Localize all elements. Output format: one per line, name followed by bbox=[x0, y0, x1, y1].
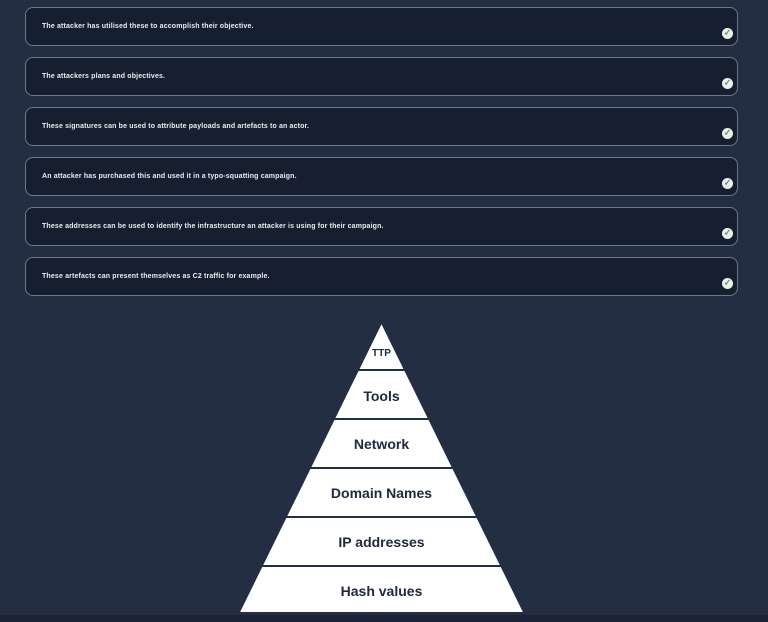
statement-text: An attacker has purchased this and used … bbox=[42, 173, 297, 180]
pyramid-tier-ttp[interactable]: TTP bbox=[356, 319, 407, 371]
pyramid-tier-label: Tools bbox=[363, 388, 400, 404]
pyramid-tier-network[interactable]: Network bbox=[308, 418, 455, 469]
pyramid-tier-ip-addresses[interactable]: IP addresses bbox=[259, 516, 504, 567]
check-circle-icon: ✓ bbox=[722, 78, 733, 89]
pyramid-tier-label: Hash values bbox=[341, 583, 423, 599]
check-circle-icon: ✓ bbox=[722, 228, 733, 239]
pyramid-tier-hash-values[interactable]: Hash values bbox=[236, 565, 527, 614]
statement-card-1[interactable]: The attacker has utilised these to accom… bbox=[25, 7, 738, 46]
statement-card-2[interactable]: The attackers plans and objectives. ✓ bbox=[25, 57, 738, 96]
check-mark-icon: ✓ bbox=[723, 177, 732, 188]
check-circle-icon: ✓ bbox=[722, 278, 733, 289]
statement-card-3[interactable]: These signatures can be used to attribut… bbox=[25, 107, 738, 146]
pyramid-tier-label: IP addresses bbox=[338, 534, 424, 550]
pyramid-tier-label: TTP bbox=[372, 348, 391, 359]
statement-text: These addresses can be used to identify … bbox=[42, 223, 384, 230]
statement-text: The attackers plans and objectives. bbox=[42, 73, 166, 80]
check-mark-icon: ✓ bbox=[723, 227, 732, 238]
statement-text: These signatures can be used to attribut… bbox=[42, 123, 310, 130]
statement-text: The attacker has utilised these to accom… bbox=[42, 23, 254, 30]
pyramid-tier-label: Domain Names bbox=[331, 485, 432, 501]
check-mark-icon: ✓ bbox=[723, 127, 732, 138]
check-mark-icon: ✓ bbox=[723, 27, 732, 38]
statement-text: These artefacts can present themselves a… bbox=[42, 273, 270, 280]
pyramid-tier-domain-names[interactable]: Domain Names bbox=[284, 467, 479, 518]
check-circle-icon: ✓ bbox=[722, 28, 733, 39]
check-mark-icon: ✓ bbox=[723, 277, 732, 288]
page-bottom-edge bbox=[0, 615, 768, 622]
pyramid-tier-shape bbox=[236, 565, 527, 614]
statement-card-4[interactable]: An attacker has purchased this and used … bbox=[25, 157, 738, 196]
statement-list: The attacker has utilised these to accom… bbox=[25, 7, 738, 296]
statement-card-6[interactable]: These artefacts can present themselves a… bbox=[25, 257, 738, 296]
pyramid-tier-label: Network bbox=[354, 436, 409, 452]
statement-card-5[interactable]: These addresses can be used to identify … bbox=[25, 207, 738, 246]
check-circle-icon: ✓ bbox=[722, 178, 733, 189]
pyramid-tier-tools[interactable]: Tools bbox=[332, 369, 431, 420]
check-circle-icon: ✓ bbox=[722, 128, 733, 139]
check-mark-icon: ✓ bbox=[723, 77, 732, 88]
pyramid-tier-shape bbox=[356, 319, 407, 371]
